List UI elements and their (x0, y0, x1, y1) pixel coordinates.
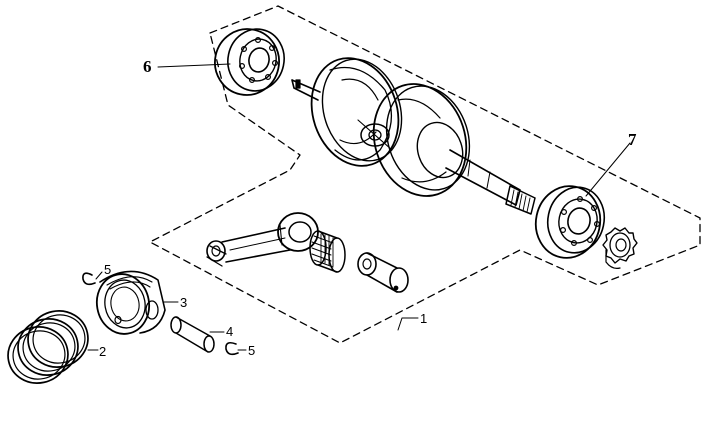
assembly-boundary-dashed (149, 5, 701, 344)
leader-lines (87, 63, 631, 351)
callout-1: 1 (420, 311, 428, 326)
circlip-lower (225, 342, 239, 356)
circlip-upper (82, 272, 96, 286)
piston (95, 270, 166, 335)
drive-sprocket (602, 227, 638, 269)
crankshaft (291, 57, 536, 215)
callout-7: 7 (628, 130, 637, 149)
callout-6: 6 (143, 57, 152, 76)
bearing-7 (534, 185, 606, 259)
callout-4: 4 (226, 324, 234, 339)
needle-bearing (309, 230, 346, 273)
crank-pin (357, 252, 409, 293)
callout-5-upper: 5 (104, 262, 112, 277)
callout-2: 2 (99, 344, 107, 359)
callout-3: 3 (180, 295, 188, 310)
connecting-rod (206, 212, 319, 267)
callout-5-lower: 5 (248, 343, 256, 358)
piston-rings (7, 310, 89, 384)
piston-pin (170, 316, 215, 353)
bearing-6 (214, 28, 285, 96)
